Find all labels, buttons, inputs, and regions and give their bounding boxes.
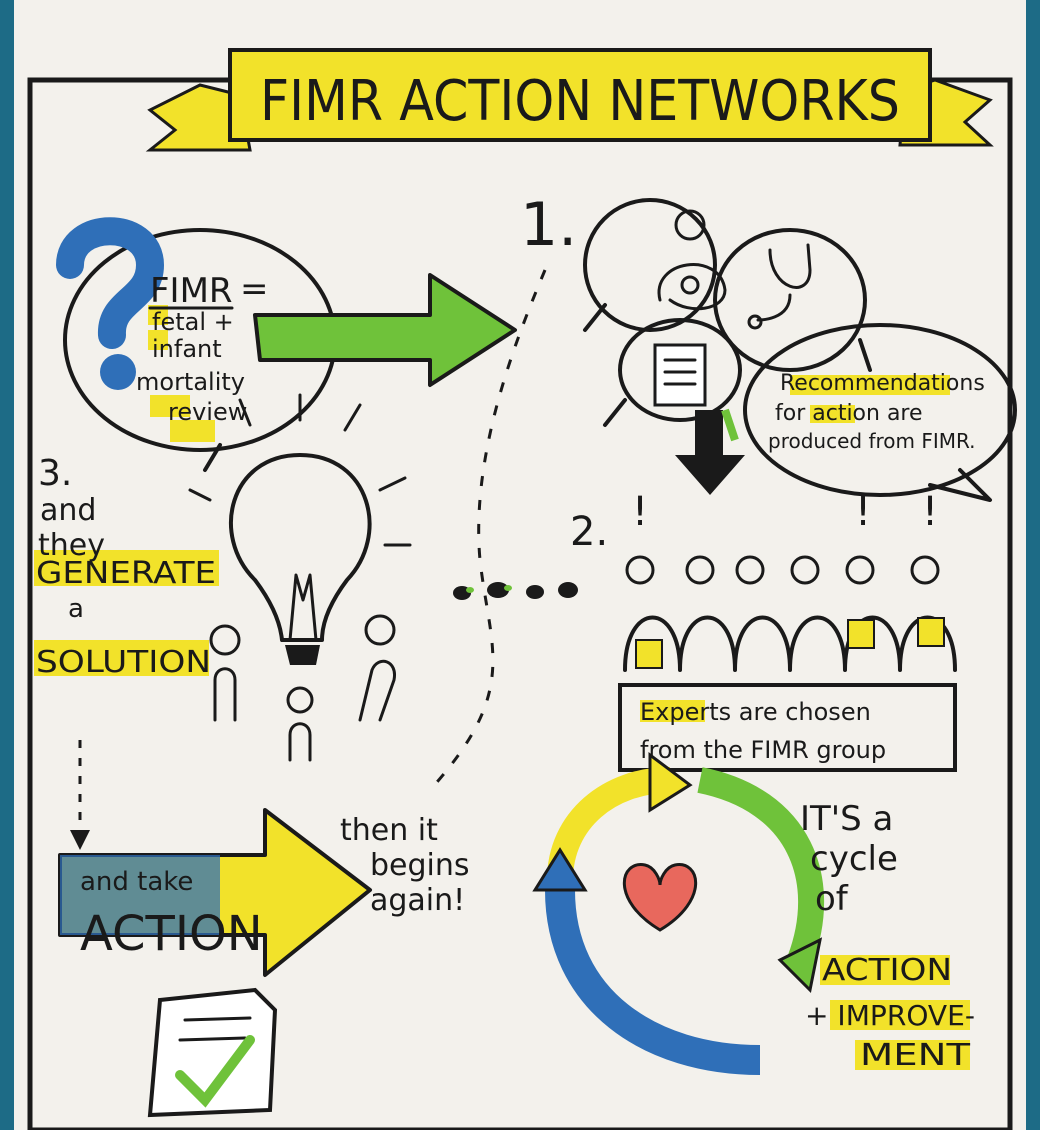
experts-caption-box: Experts are chosen from the FIMR group	[618, 683, 957, 772]
checklist-icon	[147, 987, 278, 1118]
action-small: and take	[80, 867, 193, 897]
step3-line-1: and	[40, 493, 96, 528]
cycle-line-2: cycle	[810, 839, 898, 879]
nursing-mother-icon	[657, 209, 727, 311]
cycle-line-5: + IMPROVE-	[805, 999, 975, 1032]
exclaim-2: !	[855, 489, 871, 535]
expert-group-figures	[623, 555, 957, 672]
title-banner: FIMR ACTION NETWORKS	[145, 48, 994, 152]
heart-icon	[622, 863, 698, 932]
dots-connector	[453, 582, 578, 600]
question-mark-icon	[56, 217, 165, 390]
definition-line-3: mortality	[136, 368, 245, 396]
callout-line-3: produced from FIMR.	[768, 429, 976, 453]
step3-number: 3.	[38, 453, 72, 494]
exclaim-1: !	[632, 489, 648, 535]
take-action-arrow: and take ACTION	[58, 808, 372, 977]
experts-caption-line-1: Experts are chosen	[640, 698, 871, 726]
definition-equals: =	[240, 269, 269, 309]
recommendations-callout: Recommendations for action are produced …	[743, 323, 1017, 502]
step1-number: 1.	[520, 190, 577, 260]
step3-line-3: GENERATE	[36, 556, 216, 591]
cycle-line-6: MENT	[860, 1038, 971, 1073]
lightbulb-icon	[188, 393, 412, 665]
cycle-line-4: ACTION	[822, 953, 952, 988]
step3-line-2: they	[38, 528, 105, 563]
definition-line-1: fetal +	[152, 308, 234, 336]
cycle-diagram	[532, 752, 825, 1075]
restart-line-3: again!	[370, 883, 465, 918]
definition-term: FIMR	[150, 271, 233, 311]
down-arrow	[675, 408, 745, 495]
restart-line-2: begins	[370, 848, 470, 883]
fimr-definition: FIMR = fetal + infant mortality review	[56, 217, 337, 472]
step1-speech-bubbles	[583, 198, 872, 427]
step2-number: 2.	[570, 509, 608, 555]
exclaim-3: !	[922, 489, 938, 535]
stethoscope-icon	[747, 243, 812, 330]
dashed-loop-path	[428, 269, 547, 792]
document-icon	[653, 343, 707, 407]
step3-line-4: a	[68, 594, 84, 624]
step3-line-5: SOLUTION	[36, 645, 211, 680]
definition-line-4: review	[168, 398, 247, 426]
definition-line-2: infant	[152, 335, 222, 363]
cycle-line-1: IT'S a	[800, 799, 893, 839]
collaborators-figures	[209, 614, 396, 762]
banner-title: FIMR ACTION NETWORKS	[260, 69, 900, 134]
action-big: ACTION	[80, 906, 263, 962]
restart-line-1: then it	[340, 813, 438, 848]
experts-caption-line-2: from the FIMR group	[640, 736, 886, 764]
callout-line-1: Recommendations	[780, 371, 985, 396]
callout-line-2: for action are	[775, 401, 923, 426]
green-arrow-right	[253, 273, 517, 387]
cycle-line-3: of	[815, 879, 849, 919]
